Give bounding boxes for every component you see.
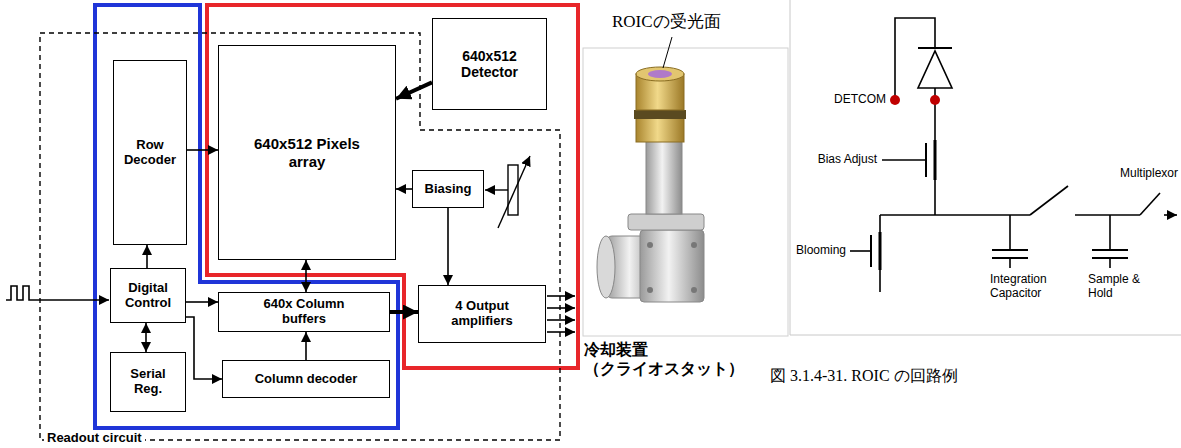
connector-arrow: [396, 188, 412, 190]
transistor-channel: [934, 140, 937, 180]
roic-window: [648, 70, 672, 78]
connector-arrow: [187, 149, 218, 151]
bolt: [691, 242, 697, 248]
gate-wire: [882, 159, 926, 161]
capacitor-symbol: [992, 250, 1028, 258]
bolt: [647, 287, 653, 293]
cryostat-flange: [628, 214, 704, 230]
resistor-symbol: [508, 165, 518, 215]
box-label: Row Decoder: [119, 138, 181, 168]
clock-wire: [34, 299, 109, 300]
serial-register-box: Serial Reg.: [110, 352, 186, 412]
cryostat-base: [640, 230, 704, 302]
connector-arrow: [390, 310, 418, 314]
schematic-frame: [790, 0, 1181, 335]
signal-name: Bias Adjust: [795, 152, 877, 166]
diode-symbol: [918, 51, 952, 88]
box-label: 640x512 Detector: [448, 48, 532, 80]
wire: [879, 215, 881, 232]
bias-wire: [485, 189, 508, 190]
biasing-box: Biasing: [412, 170, 484, 208]
connector-arrow: [186, 317, 222, 379]
wire: [934, 180, 936, 215]
variable-arrow: [498, 156, 530, 228]
bolt: [691, 287, 697, 293]
box-label: Serial Reg.: [116, 367, 180, 397]
column-decoder-box: Column decoder: [222, 360, 390, 398]
switch-symbol: [1140, 193, 1160, 215]
cryostat-photo: [583, 37, 788, 336]
signal-name: DETCOM: [800, 92, 886, 106]
leader-line: [663, 37, 672, 68]
output-arrows: [547, 296, 575, 332]
connector-arrow: [305, 260, 307, 292]
photo-frame: [583, 48, 788, 336]
connector-arrow: [146, 245, 148, 268]
output-arrow: [1164, 214, 1177, 216]
wire: [1109, 215, 1111, 250]
component-label: Sample & Hold: [1088, 272, 1152, 301]
box-label: Digital Control: [116, 281, 180, 311]
gate-wire: [850, 250, 871, 252]
wire: [1009, 258, 1011, 268]
output-arrow: [547, 295, 575, 297]
part-label: 冷却装置 （クライオスタット）: [584, 340, 762, 378]
signal-name: Multiplexor: [1104, 166, 1178, 180]
connector-arrow: [447, 208, 449, 285]
box-label: 640x Column buffers: [244, 297, 364, 327]
wire: [1009, 215, 1011, 250]
terminal-dot: [930, 95, 940, 105]
schematic-wires: [850, 18, 1177, 292]
box-label: 640x512 Pixels array: [252, 135, 362, 170]
blue-group-outline: [95, 5, 398, 428]
output-arrow: [547, 307, 575, 309]
frame-label: Readout circuit: [44, 431, 145, 446]
housing-band: [634, 110, 686, 119]
wire: [1109, 258, 1111, 268]
pixel-array-box: 640x512 Pixels array: [218, 45, 396, 260]
component-label: Integration Capacitor: [990, 272, 1075, 301]
output-arrow: [547, 319, 575, 321]
transistor-channel: [879, 232, 882, 270]
wire: [1075, 214, 1140, 216]
connector-arrow: [396, 82, 432, 98]
cryostat-neck: [646, 140, 682, 214]
column-buffers-box: 640x Column buffers: [218, 292, 390, 332]
connector-arrow: [305, 332, 307, 360]
red-group-outline: [207, 5, 578, 368]
gold-housing: [636, 118, 684, 142]
output-arrow: [547, 331, 575, 333]
capacitor-symbol: [1092, 250, 1128, 258]
box-label: 4 Output amplifiers: [434, 299, 530, 329]
box-label: Column decoder: [255, 372, 358, 387]
terminal-dot: [890, 95, 900, 105]
connector-arrow: [145, 323, 147, 352]
row-decoder-box: Row Decoder: [113, 60, 187, 245]
box-label: Biasing: [425, 182, 472, 197]
output-amplifiers-box: 4 Output amplifiers: [418, 285, 546, 343]
signal-name: Blooming: [792, 243, 846, 257]
motor-face: [597, 236, 615, 298]
connector-arrow: [186, 301, 218, 303]
detector-box: 640x512 Detector: [432, 18, 547, 110]
housing-top: [636, 67, 684, 81]
figure-caption: 図 3.1.4-31. ROIC の回路例: [770, 366, 958, 385]
part-label: ROICの受光面: [612, 12, 772, 32]
roic-pixel-schematic: [790, 0, 1181, 335]
switch-symbol: [1030, 186, 1068, 215]
wire: [880, 214, 1030, 216]
wire: [879, 270, 881, 292]
bolt: [647, 242, 653, 248]
diode-bar: [918, 47, 952, 49]
digital-control-box: Digital Control: [110, 268, 186, 323]
clock-waveform: [6, 286, 34, 300]
